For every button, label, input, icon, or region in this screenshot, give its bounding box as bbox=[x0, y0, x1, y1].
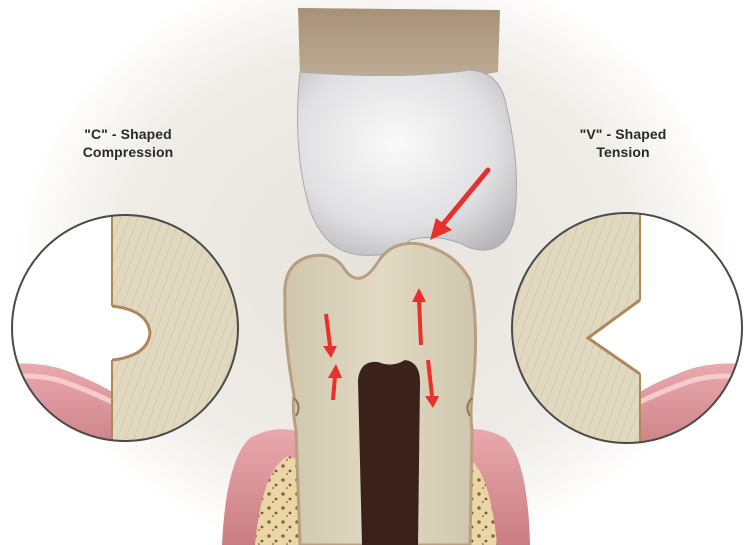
c-shaped-label-line2: Compression bbox=[33, 143, 223, 161]
pulp-chamber bbox=[358, 360, 420, 545]
c-shaped-label-line1: "C" - Shaped bbox=[33, 125, 223, 143]
v-shaped-label-line1: "V" - Shaped bbox=[528, 125, 718, 143]
v-shaped-label: "V" - Shaped Tension bbox=[528, 125, 718, 161]
upper-tooth-crown bbox=[298, 70, 517, 255]
c-shaped-label: "C" - Shaped Compression bbox=[33, 125, 223, 161]
v-shaped-label-line2: Tension bbox=[528, 143, 718, 161]
